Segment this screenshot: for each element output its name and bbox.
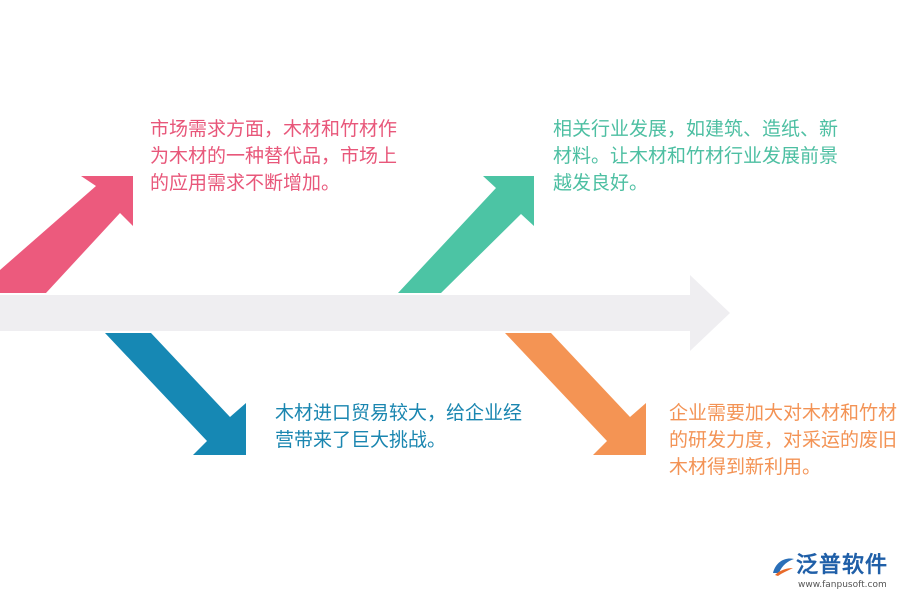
fanpu-logo: 泛普软件 www.fanpusoft.com: [770, 553, 895, 598]
text-market-demand: 市场需求方面，木材和竹材作为木材的一种替代品，市场上的应用需求不断增加。: [150, 118, 398, 194]
logo-url: www.fanpusoft.com: [798, 580, 887, 590]
blue-arrow-down: [105, 333, 246, 455]
orange-arrow-down: [505, 333, 646, 455]
text-rd-investment: 企业需要加大对木材和竹材的研发力度，对采运的废旧木材得到新利用。: [669, 402, 898, 478]
fanpu-logo-icon: [773, 558, 794, 576]
teal-arrow-up: [398, 176, 534, 293]
logo-name: 泛普软件: [796, 553, 889, 578]
text-import-trade: 木材进口贸易较大，给企业经营带来了巨大挑战。: [275, 402, 523, 451]
text-industry-development: 相关行业发展，如建筑、造纸、新材料。让木材和竹材行业发展前景越发良好。: [553, 118, 839, 194]
pink-arrow-up: [0, 176, 133, 293]
main-arrow: [0, 275, 730, 351]
